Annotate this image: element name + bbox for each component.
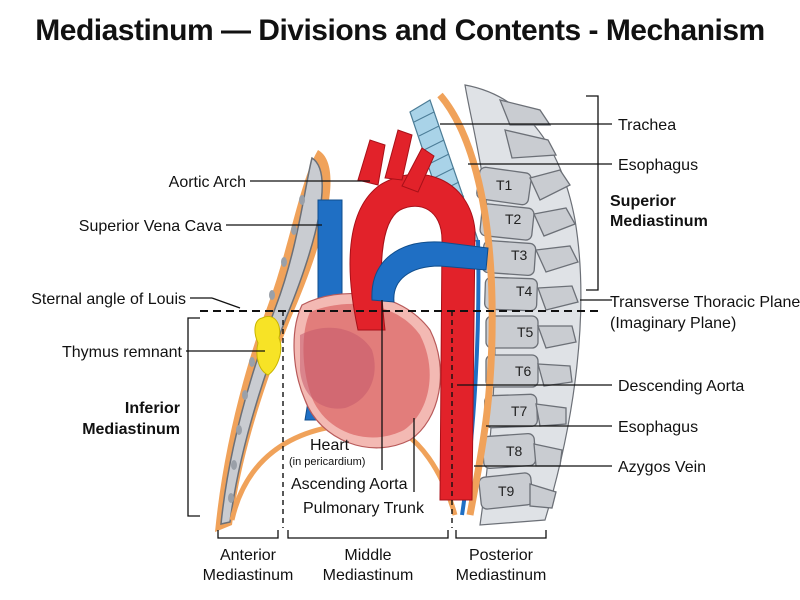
heart-label: Heart [310, 437, 350, 454]
posterior-mediastinum-label-2: Mediastinum [456, 567, 547, 584]
posterior-mediastinum-label-1: Posterior [469, 547, 534, 564]
middle-mediastinum-label-2: Mediastinum [323, 567, 414, 584]
inferior-mediastinum-label-1: Inferior [125, 400, 180, 417]
pulmonary-trunk [371, 241, 489, 303]
vertebra-label: T4 [516, 283, 533, 299]
diagram-title: Mediastinum — Divisions and Contents - M… [35, 14, 765, 47]
anterior-mediastinum-label-1: Anterior [220, 547, 277, 564]
vertebra-label: T5 [517, 324, 534, 340]
azygos-vein-label: Azygos Vein [618, 459, 706, 476]
vertebra-label: T2 [505, 211, 522, 227]
ascending-aorta-label: Ascending Aorta [291, 476, 408, 493]
superior-mediastinum-label-2: Mediastinum [610, 213, 708, 230]
vertebra-label: T8 [506, 443, 523, 459]
thymus-remnant-label: Thymus remnant [62, 344, 183, 361]
esophagus-lower-label: Esophagus [618, 419, 698, 436]
heart [293, 292, 441, 449]
leader-lines [186, 123, 612, 492]
vertebra-labels: T1 T2 T3 T4 T5 T6 T7 T8 T9 [496, 177, 534, 499]
thymus-remnant [254, 316, 282, 376]
transverse-plane-label-2: (Imaginary Plane) [610, 315, 736, 332]
aortic-arch-label: Aortic Arch [169, 174, 246, 191]
descending-aorta-label: Descending Aorta [618, 378, 744, 395]
transverse-plane-label-1: Transverse Thoracic Plane [610, 294, 800, 311]
sternal-angle-label: Sternal angle of Louis [31, 291, 186, 308]
pulmonary-trunk-label: Pulmonary Trunk [303, 500, 425, 517]
heart-note-label: (in pericardium) [289, 456, 365, 468]
vertebra-label: T1 [496, 177, 513, 193]
superior-vena-cava-label: Superior Vena Cava [79, 218, 222, 235]
brackets [187, 95, 599, 539]
esophagus-upper-label: Esophagus [618, 157, 698, 174]
trachea-label: Trachea [618, 117, 676, 134]
inferior-mediastinum-label-2: Mediastinum [82, 421, 180, 438]
vertebra-label: T7 [511, 403, 528, 419]
esophagus [437, 92, 496, 516]
vertebral-column [464, 84, 582, 526]
anterior-mediastinum-label-2: Mediastinum [203, 567, 294, 584]
vertebra-label: T9 [498, 483, 515, 499]
vertebra-label: T3 [511, 247, 528, 263]
superior-mediastinum-label-1: Superior [610, 193, 676, 210]
middle-mediastinum-label-1: Middle [344, 547, 391, 564]
vertebra-label: T6 [515, 363, 532, 379]
